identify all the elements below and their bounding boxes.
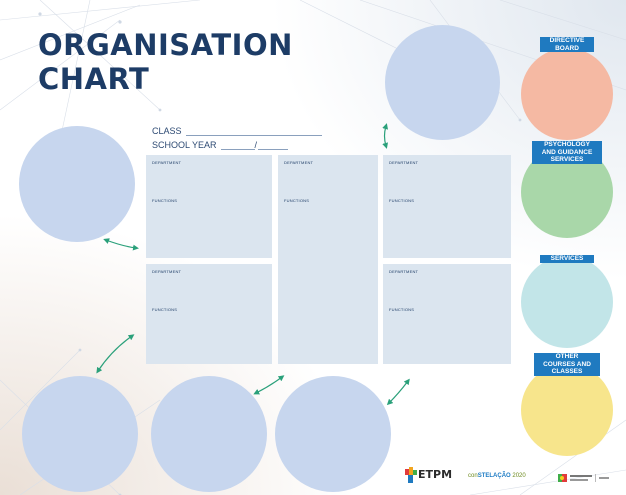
- member-circle-bottom-1[interactable]: [22, 376, 138, 492]
- etpm-logo-icon: [405, 467, 417, 483]
- department-label: DEPARTMENT: [284, 160, 314, 165]
- label-line: COURSES AND: [534, 360, 600, 368]
- constelacao-main: STELAÇÃO: [477, 473, 511, 479]
- department-box-5[interactable]: DEPARTMENT FUNCTIONS: [383, 264, 511, 364]
- department-label: DEPARTMENT: [152, 269, 182, 274]
- functions-label: FUNCTIONS: [389, 307, 415, 312]
- department-box-4[interactable]: DEPARTMENT FUNCTIONS: [146, 264, 272, 364]
- other-courses-label: OTHER COURSES AND CLASSES: [534, 353, 600, 376]
- label-line: AND GUIDANCE: [532, 148, 602, 156]
- label-line: SERVICES: [540, 255, 594, 263]
- department-label: DEPARTMENT: [152, 160, 182, 165]
- school-year-end-blank[interactable]: [258, 140, 289, 150]
- etpm-logo-text: ETPM: [418, 468, 453, 481]
- services-label: SERVICES: [540, 255, 594, 263]
- school-year-field[interactable]: SCHOOL YEAR /: [152, 140, 289, 150]
- department-box-1[interactable]: DEPARTMENT FUNCTIONS: [146, 155, 272, 258]
- class-field[interactable]: CLASS: [152, 126, 322, 136]
- functions-label: FUNCTIONS: [152, 198, 178, 203]
- member-circle-bottom-3[interactable]: [275, 376, 391, 492]
- republic-logo: [558, 474, 609, 482]
- label-line: PSYCHOLOGY: [532, 141, 602, 149]
- department-box-2[interactable]: DEPARTMENT FUNCTIONS: [278, 155, 378, 364]
- member-circle-bottom-2[interactable]: [151, 376, 267, 492]
- label-line: BOARD: [540, 44, 594, 52]
- chart-title-line-2: CHART: [38, 62, 150, 96]
- department-label: DEPARTMENT: [389, 160, 419, 165]
- constelacao-prefix: con: [468, 473, 478, 479]
- department-box-3[interactable]: DEPARTMENT FUNCTIONS: [383, 155, 511, 258]
- label-line: OTHER: [534, 353, 600, 361]
- directive-board-circle[interactable]: [521, 48, 613, 140]
- class-label: CLASS: [152, 126, 182, 136]
- member-circle-left[interactable]: [19, 126, 135, 242]
- member-circle-top[interactable]: [385, 25, 500, 140]
- services-circle[interactable]: [521, 256, 613, 348]
- functions-label: FUNCTIONS: [152, 307, 178, 312]
- label-line: DIRECTIVE: [540, 37, 594, 45]
- school-year-label: SCHOOL YEAR: [152, 140, 217, 150]
- school-year-start-blank[interactable]: [220, 140, 255, 150]
- constelacao-year: 2020: [512, 473, 526, 479]
- other-courses-circle[interactable]: [521, 364, 613, 456]
- department-label: DEPARTMENT: [389, 269, 419, 274]
- class-blank-line[interactable]: [185, 126, 322, 136]
- etpm-logo: ETPM: [404, 466, 453, 486]
- constelacao-logo: conSTELAÇÃO 2020: [468, 473, 526, 479]
- label-line: SERVICES: [532, 156, 602, 164]
- functions-label: FUNCTIONS: [389, 198, 415, 203]
- chart-title: ORGANISATION CHART: [38, 28, 293, 96]
- school-year-separator: /: [254, 140, 258, 150]
- label-line: CLASSES: [534, 368, 600, 376]
- psychology-services-label: PSYCHOLOGY AND GUIDANCE SERVICES: [532, 141, 602, 164]
- functions-label: FUNCTIONS: [284, 198, 310, 203]
- chart-title-line-1: ORGANISATION: [38, 28, 293, 62]
- directive-board-label: DIRECTIVE BOARD: [540, 37, 594, 52]
